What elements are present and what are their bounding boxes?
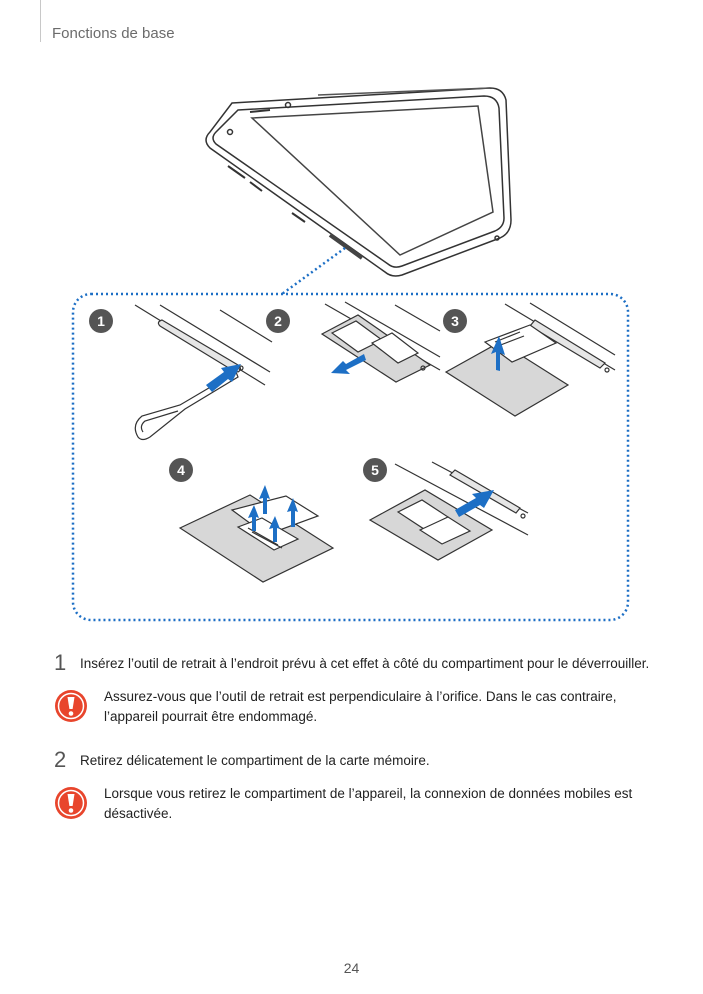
arrow-icon — [248, 505, 259, 531]
arrow-icon — [331, 354, 366, 374]
arrow-icon — [206, 364, 241, 392]
header-rule — [40, 0, 41, 42]
callout-5: 5 — [363, 458, 387, 482]
step-text: Insérez l’outil de retrait à l’endroit p… — [80, 656, 650, 671]
arrow-icon — [455, 490, 494, 517]
page-number: 24 — [343, 960, 360, 976]
exclamation-icon — [55, 690, 87, 722]
arrow-icon — [287, 498, 298, 527]
arrow-icon — [491, 336, 505, 371]
callout-4: 4 — [169, 458, 193, 482]
exclamation-icon — [55, 787, 87, 819]
callout-label: 4 — [177, 462, 185, 478]
step-number: 2 — [54, 747, 67, 772]
step-number: 1 — [54, 650, 67, 675]
callout-2: 2 — [266, 309, 290, 333]
callout-1: 1 — [89, 309, 113, 333]
callout-3: 3 — [443, 309, 467, 333]
phone-drawing — [205, 87, 512, 277]
panel-3-drawing — [444, 302, 616, 417]
note-text: Assurez-vous que l’outil de retrait est … — [104, 689, 617, 724]
step-text: Retirez délicatement le compartiment de … — [80, 753, 430, 768]
callout-label: 2 — [274, 313, 282, 329]
callout-label: 5 — [371, 462, 379, 478]
section-title: Fonctions de base — [52, 25, 175, 42]
panel-4-drawing — [178, 494, 335, 583]
arrow-icon — [269, 516, 280, 542]
sim-tray-illustration: 1 2 3 4 5 — [71, 87, 630, 622]
note-text: Lorsque vous retirez le compartiment de … — [104, 786, 633, 821]
callout-label: 1 — [97, 313, 105, 329]
callout-label: 3 — [451, 313, 459, 329]
arrow-icon — [259, 485, 270, 514]
panel-2-drawing — [320, 301, 441, 383]
panel-5-drawing — [368, 461, 529, 561]
panel-1-drawing — [134, 304, 273, 441]
